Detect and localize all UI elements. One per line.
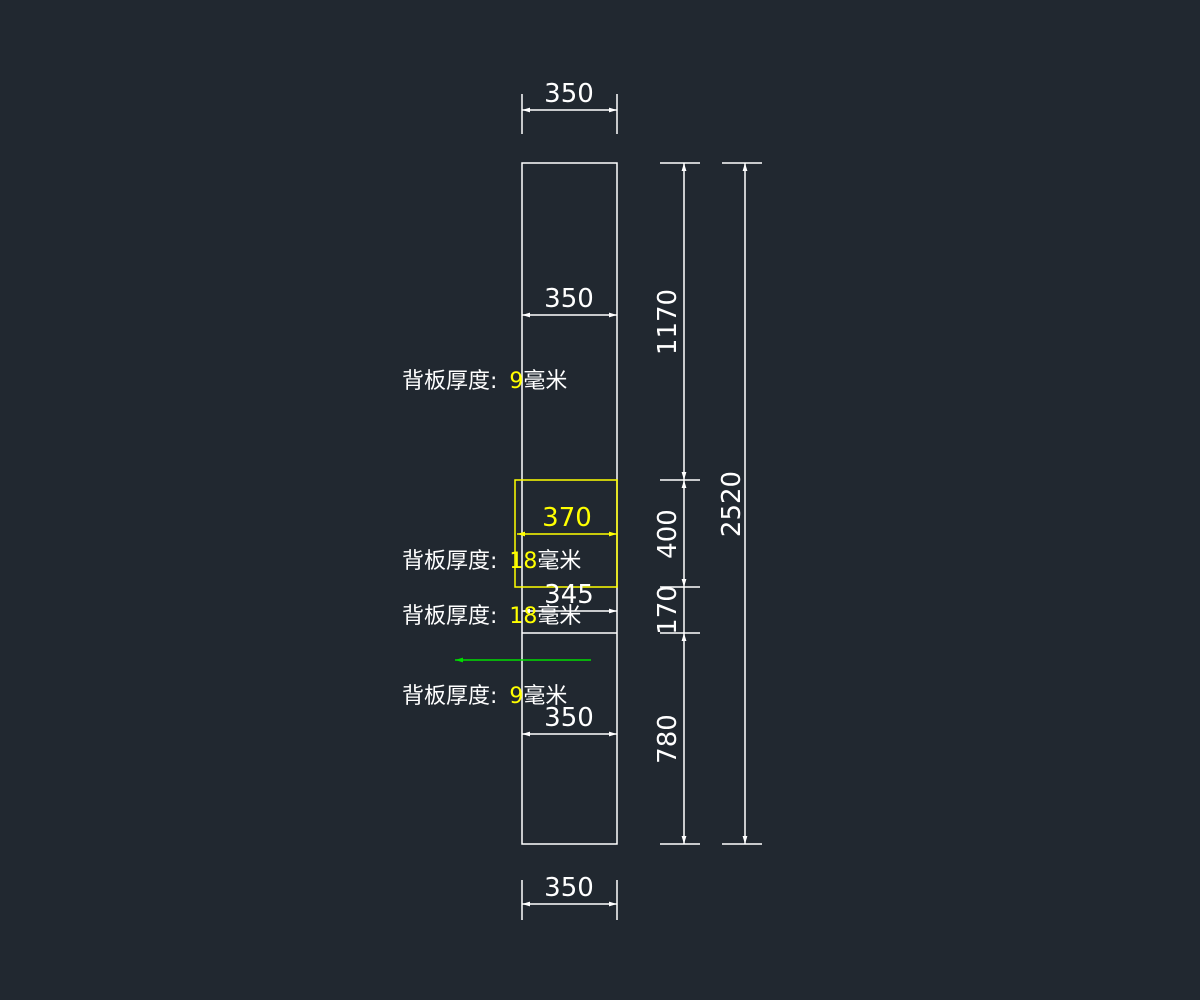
dimension-middle-width-label: 345	[544, 580, 594, 610]
dimension-total-height-label: 2520	[717, 471, 747, 537]
dimension-upper-width-label: 350	[544, 284, 594, 314]
note-backpanel-1: 背板厚度: 9毫米	[402, 369, 567, 394]
note-1-value: 9	[509, 369, 523, 394]
dimension-middle-width: 345	[522, 580, 617, 614]
note-2-label: 背板厚度:	[402, 549, 497, 574]
note-backpanel-3: 背板厚度: 18毫米	[402, 604, 581, 629]
dimension-upper-width: 350	[522, 284, 617, 318]
svg-text:背板厚度:9毫米: 背板厚度: 9毫米	[402, 369, 567, 394]
note-backpanel-4: 背板厚度: 9毫米	[402, 684, 567, 709]
note-3-unit: 毫米	[537, 604, 581, 629]
svg-text:背板厚度:18毫米: 背板厚度: 18毫米	[402, 604, 581, 629]
note-4-label: 背板厚度:	[402, 684, 497, 709]
note-4-value: 9	[509, 684, 523, 709]
dimension-bottom-width: 350	[521, 873, 618, 920]
note-3-label: 背板厚度:	[402, 604, 497, 629]
dimension-lower-width-label: 350	[544, 703, 594, 733]
note-backpanel-2: 背板厚度: 18毫米	[402, 549, 581, 574]
note-2-unit: 毫米	[537, 549, 581, 574]
dimension-top-width: 350	[521, 79, 618, 134]
dimension-bottom-width-label: 350	[544, 873, 594, 903]
dimension-seg-mid-label: 400	[653, 509, 683, 559]
dimension-highlight-width: 370	[517, 503, 617, 537]
dimension-seg-upper-label: 1170	[653, 289, 683, 355]
dimension-vertical-chain: 1170 400 170 780	[653, 162, 700, 845]
note-1-unit: 毫米	[523, 369, 567, 394]
dimension-seg-small-label: 170	[653, 585, 683, 635]
svg-text:背板厚度:18毫米: 背板厚度: 18毫米	[402, 549, 581, 574]
svg-text:背板厚度:9毫米: 背板厚度: 9毫米	[402, 684, 567, 709]
note-3-value: 18	[509, 604, 537, 629]
note-2-value: 18	[509, 549, 537, 574]
note-4-unit: 毫米	[523, 684, 567, 709]
dimension-seg-lower-label: 780	[653, 714, 683, 764]
dimension-highlight-width-label: 370	[542, 503, 592, 533]
dimension-top-width-label: 350	[544, 79, 594, 109]
dimension-lower-width: 350	[522, 703, 617, 737]
dimension-total-height: 2520	[717, 162, 762, 845]
note-1-label: 背板厚度:	[402, 369, 497, 394]
